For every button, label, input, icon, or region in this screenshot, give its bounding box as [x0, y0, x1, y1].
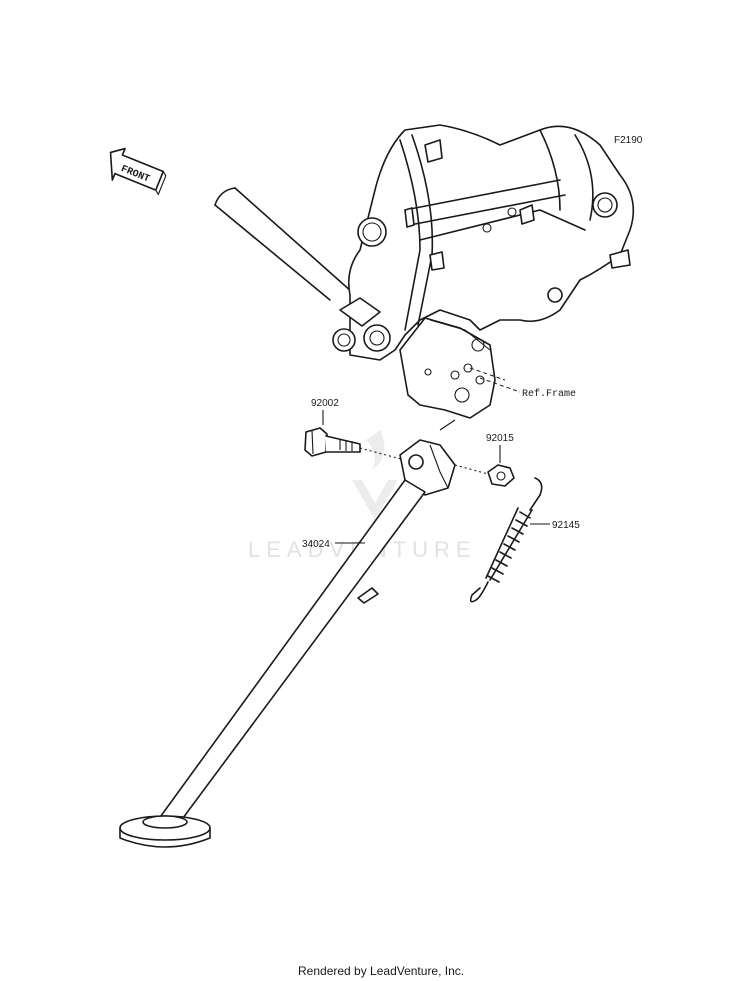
part-label-92015: 92015 — [486, 433, 514, 463]
diagram-code: F2190 — [614, 135, 643, 146]
part-number: 92002 — [311, 398, 339, 409]
spring-drawing — [469, 477, 543, 603]
part-label-92145: 92145 — [530, 520, 580, 531]
frame-drawing — [214, 124, 635, 419]
bolt-drawing — [304, 427, 413, 463]
nut-drawing — [454, 464, 515, 487]
part-number: 92015 — [486, 433, 514, 444]
reference-label: Ref.Frame — [522, 388, 576, 400]
part-label-92002: 92002 — [311, 398, 339, 425]
part-number: 34024 — [302, 539, 330, 550]
part-label-34024: 34024 — [302, 539, 365, 550]
side-stand-drawing — [119, 419, 456, 848]
footer-credit: Rendered by LeadVenture, Inc. — [298, 964, 464, 978]
watermark-logo-icon — [352, 430, 398, 520]
front-arrow-icon: FRONT — [109, 147, 167, 196]
part-number: 92145 — [552, 520, 580, 531]
